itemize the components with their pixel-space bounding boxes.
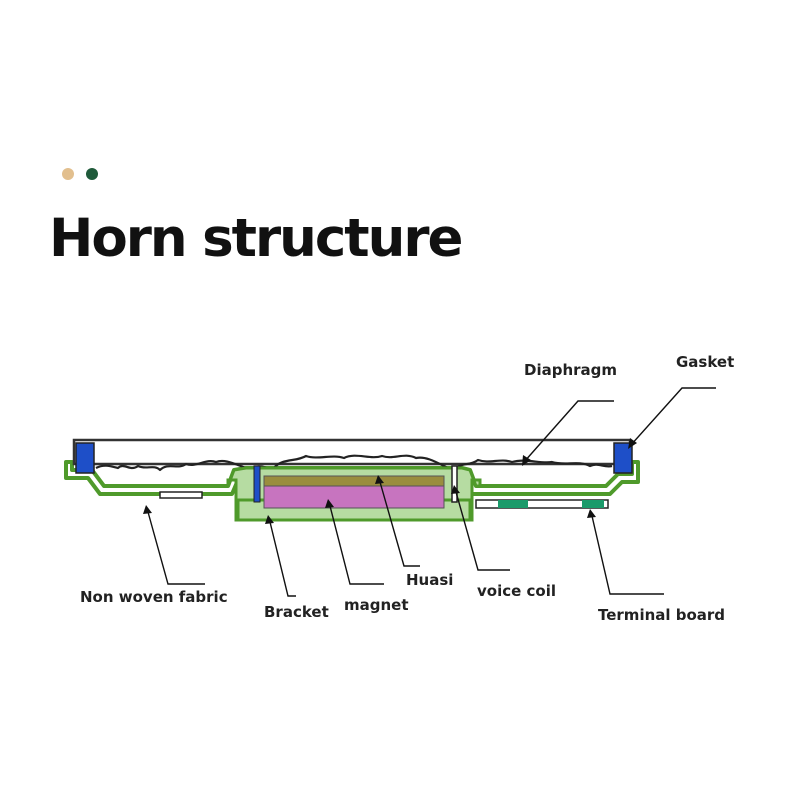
leader-terminal: [591, 515, 664, 595]
voice-coil-left: [253, 465, 261, 503]
leader-non-woven: [147, 511, 205, 585]
label-magnet: magnet: [344, 596, 409, 614]
label-huasi: Huasi: [406, 571, 453, 589]
decorative-dot-green: [86, 168, 98, 180]
top-cover: [72, 438, 632, 466]
label-gasket: Gasket: [676, 353, 734, 371]
leader-voice-coil: [455, 491, 510, 571]
leader-gasket: [629, 387, 716, 447]
arrow-gasket: [628, 438, 637, 449]
arrow-bracket: [265, 515, 274, 524]
terminal-pad-2: [582, 500, 604, 508]
arrow-magnet: [325, 499, 334, 508]
label-terminal-board: Terminal board: [598, 606, 725, 624]
terminal-board-strip: [475, 499, 609, 509]
arrow-voice-coil: [451, 485, 460, 494]
leader-diaphragm: [523, 400, 614, 463]
label-non-woven-fabric: Non woven fabric: [80, 588, 228, 606]
leader-huasi: [379, 481, 420, 567]
gasket-right: [613, 442, 633, 474]
arrow-terminal: [587, 509, 596, 518]
magnet: [263, 485, 445, 509]
terminal-pad-1: [498, 500, 528, 508]
leader-lines: [147, 387, 716, 597]
non-woven-fabric: [159, 491, 203, 499]
arrow-huasi: [375, 475, 384, 484]
decorative-dot-tan: [62, 168, 74, 180]
leader-magnet: [329, 505, 384, 585]
label-bracket: Bracket: [264, 603, 329, 621]
page-title: Horn structure: [49, 208, 463, 269]
label-diaphragm: Diaphragm: [524, 361, 617, 379]
voice-coil-right: [451, 465, 458, 503]
leader-bracket: [269, 521, 296, 597]
arrow-diaphragm: [522, 455, 531, 466]
label-voice-coil: voice coil: [477, 582, 556, 600]
huasi-plate: [263, 475, 445, 487]
leader-arrowheads: [143, 438, 637, 524]
arrow-non-woven: [143, 505, 152, 514]
gasket-left: [75, 442, 95, 474]
